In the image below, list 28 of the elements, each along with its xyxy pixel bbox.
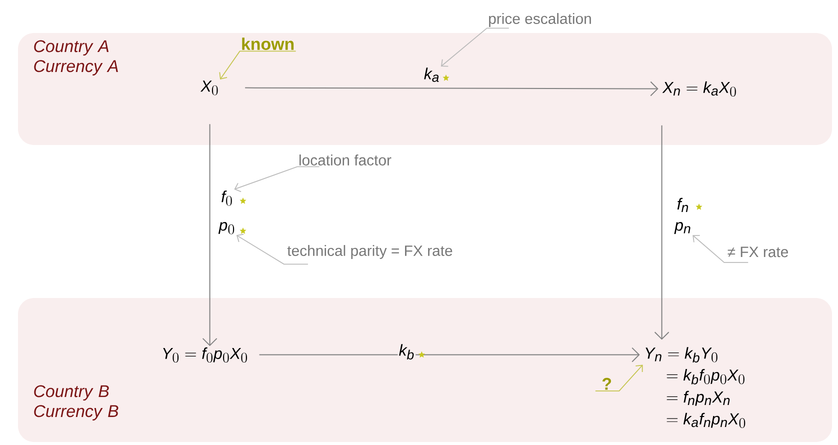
- formula: $Y_0 = f_0 p_0 X_0$: [163, 347, 247, 363]
- parameter-label: $p_0$: [218, 222, 234, 234]
- leader-line: [234, 166, 320, 192]
- parameter-label: $f_0$: [222, 190, 232, 206]
- note-text: ?: [602, 378, 611, 390]
- arrow: [654, 124, 670, 340]
- note-text: known: [242, 38, 294, 50]
- arrow: [258, 347, 640, 362]
- note-text: technical parity = FX rate: [287, 245, 452, 259]
- leader-line: [219, 50, 296, 80]
- leader-line: [236, 234, 308, 265]
- formula: $Y_n = k_b Y_0$ $= k_b f_0 p_0 X_0$ $= f_n p_n X_n$ $= k_a f_n p_n X_0$: [646, 347, 746, 428]
- parameter-label: $k_a$: [424, 68, 439, 82]
- note-text: ≠ FX rate: [728, 246, 788, 258]
- formula: $X_n = k_a X_0$: [662, 81, 736, 97]
- leader-line: [692, 235, 749, 263]
- note-text: price escalation: [489, 13, 591, 27]
- band-heading: Country A Currency A: [34, 40, 118, 76]
- parameter-label: $f_n$: [677, 198, 688, 212]
- band-heading: Country B Currency B: [34, 385, 118, 420]
- formula: $X_0$: [200, 80, 218, 96]
- arrow: [202, 124, 218, 346]
- parameter-label: $p_n$: [674, 222, 690, 234]
- leader-line: [594, 364, 643, 392]
- edge-label: $k_b$: [398, 343, 416, 360]
- arrow: [244, 81, 658, 96]
- note-text: location factor: [300, 154, 392, 166]
- leader-line: [440, 28, 510, 67]
